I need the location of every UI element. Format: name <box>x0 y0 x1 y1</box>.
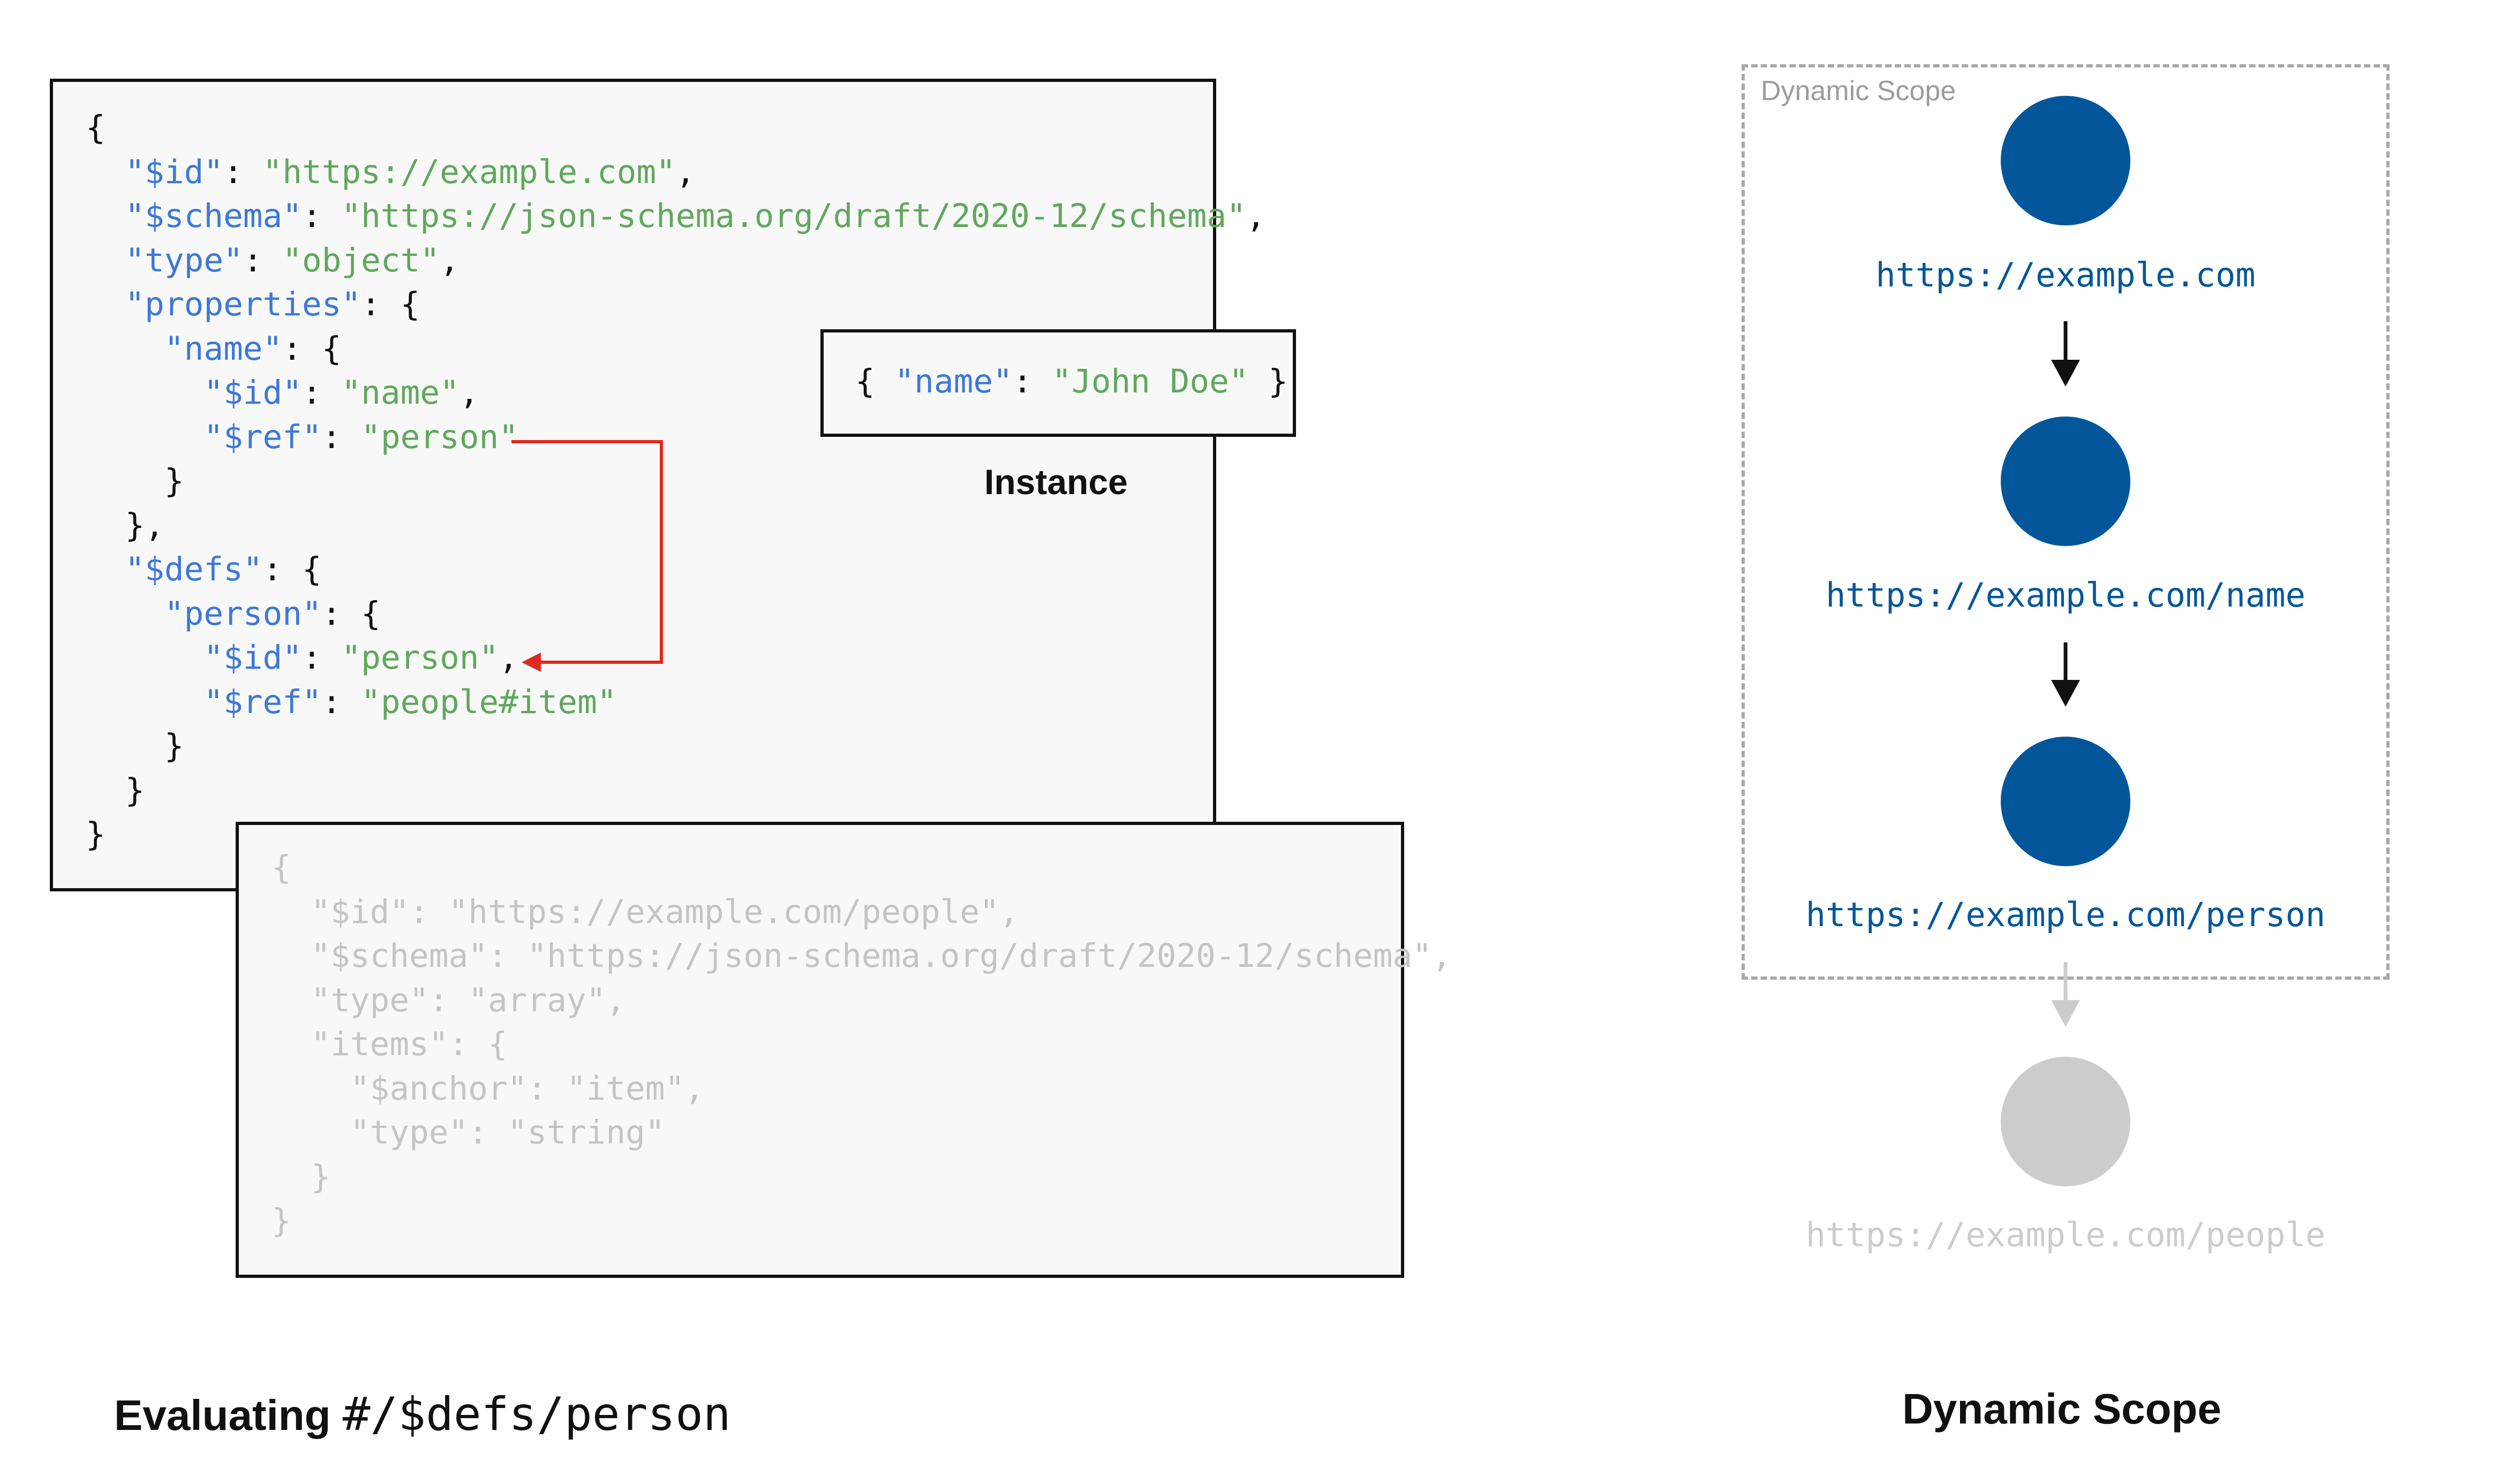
json-punct: : <box>302 197 342 235</box>
json-punct: , <box>459 374 479 412</box>
json-string: "https://example.com" <box>262 153 676 191</box>
json-key: "$schema" <box>125 197 302 235</box>
json-key: "person" <box>164 594 322 633</box>
main-schema-code: { "$id": "https://example.com", "$schema… <box>86 106 1266 857</box>
instance-box: { "name": "John Doe" } <box>820 329 1296 437</box>
json-key: "$ref" <box>204 418 322 456</box>
json-punct: , <box>440 241 459 279</box>
json-punct: "type": "array", <box>272 981 626 1019</box>
scope-arrow-2 <box>2051 642 2080 707</box>
json-key: "name" <box>894 362 1013 400</box>
json-punct: "$schema": "https://json-schema.org/draf… <box>272 937 1452 975</box>
json-punct: "$id": "https://example.com/people", <box>272 892 1019 931</box>
json-punct: : <box>223 153 263 191</box>
json-key: "type" <box>125 241 243 279</box>
instance-code: { "name": "John Doe" } <box>855 360 1288 404</box>
json-key: "$id" <box>204 639 302 677</box>
json-key: "$id" <box>125 153 224 191</box>
json-punct: } <box>86 462 184 500</box>
dynamic-scope-caption: Dynamic Scope <box>1902 1385 2221 1433</box>
json-punct: , <box>1246 197 1266 235</box>
scope-node-label-3: https://example.com/person <box>1805 895 2326 934</box>
json-key: "properties" <box>125 285 361 323</box>
json-string: "people#item" <box>361 683 617 721</box>
evaluating-prefix: Evaluating <box>114 1391 343 1439</box>
json-punct: : <box>243 241 283 279</box>
people-schema-code: { "$id": "https://example.com/people", "… <box>272 846 1452 1244</box>
scope-node-1 <box>2001 96 2130 225</box>
scope-node-2 <box>2001 417 2130 546</box>
scope-node-label-4: https://example.com/people <box>1805 1215 2326 1254</box>
json-punct: } <box>86 815 105 853</box>
json-punct: : { <box>262 550 322 588</box>
json-punct: } <box>1248 362 1288 400</box>
json-key: "$id" <box>204 374 302 412</box>
json-string: "person" <box>361 418 518 456</box>
json-punct: } <box>272 1157 331 1196</box>
json-punct: } <box>86 727 184 765</box>
json-punct: "items": { <box>272 1025 508 1063</box>
json-punct: : { <box>282 329 342 368</box>
json-string: "https://json-schema.org/draft/2020-12/s… <box>341 197 1246 235</box>
json-punct: }, <box>86 506 164 544</box>
dynamic-scope-box-label: Dynamic Scope <box>1761 75 1956 107</box>
evaluating-caption: Evaluating #/$defs/person <box>114 1388 731 1441</box>
json-punct: : <box>302 374 342 412</box>
json-punct: "type": "string" <box>272 1114 665 1152</box>
json-string: "John Doe" <box>1052 362 1249 400</box>
json-punct: : <box>302 639 342 677</box>
json-punct: : <box>321 418 361 456</box>
scope-node-label-1: https://example.com <box>1875 255 2256 294</box>
scope-node-label-2: https://example.com/name <box>1826 576 2305 615</box>
json-key: "name" <box>164 329 283 368</box>
json-punct: : <box>321 683 361 721</box>
json-key: "$defs" <box>125 550 263 588</box>
json-string: "person" <box>341 639 499 677</box>
evaluating-path: #/$defs/person <box>342 1388 731 1441</box>
json-string: "object" <box>282 241 440 279</box>
json-punct: : { <box>321 594 381 633</box>
json-punct: { <box>855 362 895 400</box>
json-punct: { <box>272 849 291 887</box>
json-punct: , <box>499 639 518 677</box>
people-schema-box: { "$id": "https://example.com/people", "… <box>236 822 1452 1278</box>
json-punct: } <box>272 1202 291 1240</box>
json-punct: : <box>1012 362 1052 400</box>
scope-arrow-3-inactive <box>2051 962 2080 1027</box>
scope-node-4-inactive <box>2001 1057 2130 1186</box>
instance-label: Instance <box>984 462 1128 502</box>
json-punct: { <box>86 109 105 147</box>
json-punct: "$anchor": "item", <box>272 1069 704 1108</box>
json-string: "name" <box>341 374 459 412</box>
ref-arrow <box>511 440 663 672</box>
json-punct: } <box>86 771 145 809</box>
main-schema-box: { "$id": "https://example.com", "$schema… <box>50 79 1266 891</box>
scope-arrow-1 <box>2051 321 2080 387</box>
scope-node-3 <box>2001 737 2130 866</box>
json-punct: : { <box>361 285 420 323</box>
json-key: "$ref" <box>204 683 322 721</box>
json-punct: , <box>675 153 696 191</box>
